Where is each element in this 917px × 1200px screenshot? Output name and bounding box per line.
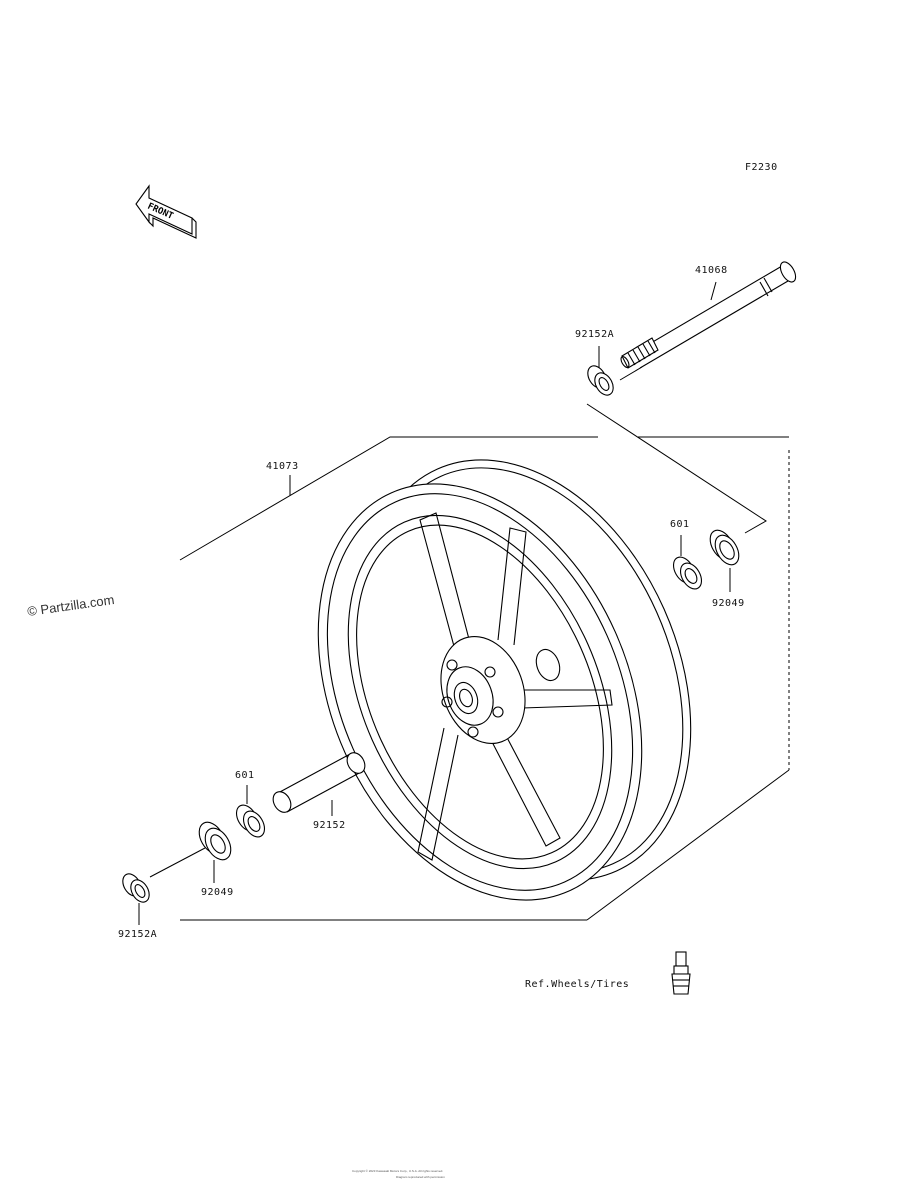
spacer-part [272, 752, 366, 813]
label-bearing-right: 601 [670, 519, 690, 530]
label-collar-top: 92152A [575, 329, 615, 340]
label-axle: 41068 [695, 265, 728, 276]
wheel-part [317, 459, 692, 901]
seal-left-part [198, 821, 232, 861]
footer-line-2: Diagram reproduced with permission [396, 1175, 445, 1179]
air-valve-icon [671, 951, 691, 995]
axle-part [620, 261, 797, 369]
collar-bottom-part [122, 873, 150, 903]
label-seal-right: 92049 [712, 598, 745, 609]
bearing-right-part [672, 556, 703, 590]
label-collar-bottom: 92152A [118, 929, 158, 940]
label-wheel: 41073 [266, 461, 299, 472]
label-bearing-left: 601 [235, 770, 255, 781]
front-arrow-icon: FRONT [135, 184, 197, 239]
collar-top-part [587, 365, 614, 396]
bearing-left-part [235, 804, 266, 838]
footer-line-1: Copyright © 2023 Kawasaki Motors Corp., … [352, 1169, 444, 1173]
reference-text: Ref.Wheels/Tires [525, 979, 630, 990]
seal-right-part [709, 529, 740, 566]
label-spacer: 92152 [313, 820, 346, 831]
label-seal-left: 92049 [201, 887, 234, 898]
assembly-group-lines [179, 403, 790, 921]
figure-code: F2230 [745, 162, 778, 173]
leader-lines [138, 281, 731, 925]
